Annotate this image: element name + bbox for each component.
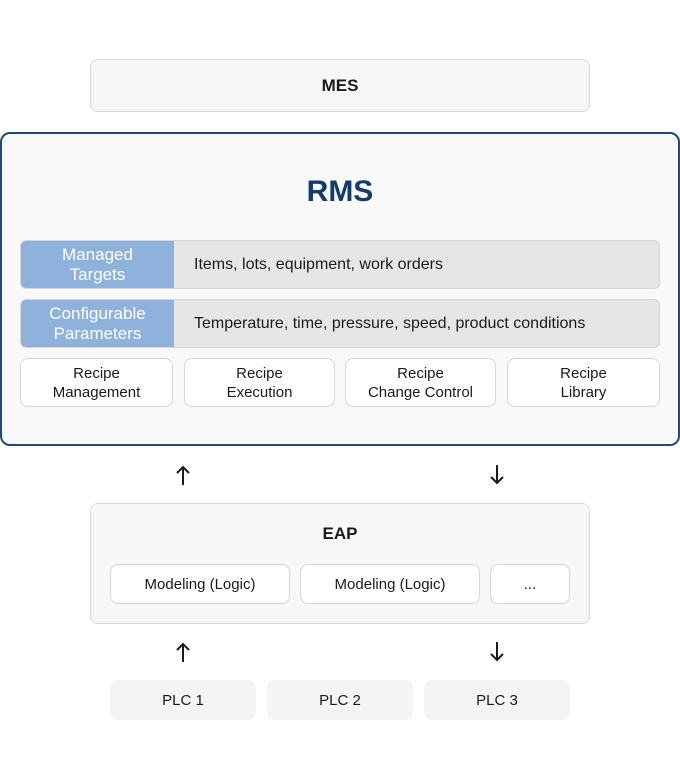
arrow-down-icon	[482, 460, 512, 490]
recipe-library-box: Recipe Library	[507, 358, 660, 407]
rms-title: RMS	[306, 175, 374, 208]
plc-1: PLC 1	[110, 680, 256, 720]
configurable-parameters-label: Configurable Parameters	[21, 300, 174, 347]
mes-box: MES	[90, 59, 590, 112]
managed-targets-label: Managed Targets	[21, 241, 174, 288]
mes-label: MES	[321, 75, 359, 95]
arrow-up-icon	[168, 637, 198, 667]
arrow-down-icon	[482, 637, 512, 667]
recipe-execution-box: Recipe Execution	[184, 358, 335, 407]
configurable-parameters-row: Configurable Parameters Temperature, tim…	[20, 299, 660, 348]
arrow-up-icon	[168, 460, 198, 490]
eap-module-2: Modeling (Logic)	[300, 564, 480, 604]
eap-module-1: Modeling (Logic)	[110, 564, 290, 604]
recipe-management-box: Recipe Management	[20, 358, 173, 407]
plc-2: PLC 2	[267, 680, 413, 720]
managed-targets-value: Items, lots, equipment, work orders	[194, 255, 443, 273]
eap-module-more: ...	[490, 564, 570, 604]
plc-3: PLC 3	[424, 680, 570, 720]
configurable-parameters-value: Temperature, time, pressure, speed, prod…	[194, 314, 586, 332]
managed-targets-row: Managed Targets Items, lots, equipment, …	[20, 240, 660, 289]
recipe-change-control-box: Recipe Change Control	[345, 358, 496, 407]
eap-title: EAP	[322, 524, 358, 543]
